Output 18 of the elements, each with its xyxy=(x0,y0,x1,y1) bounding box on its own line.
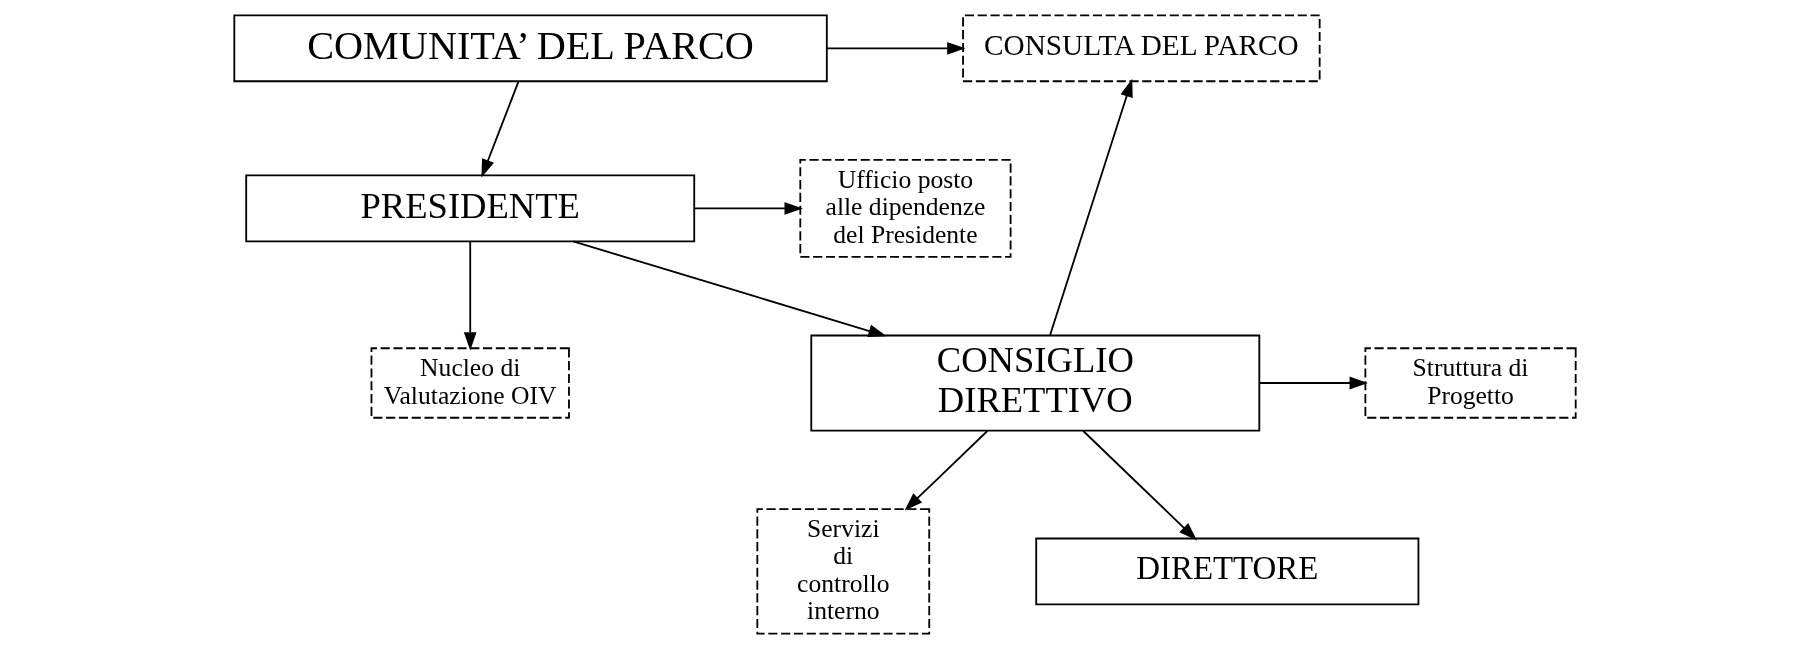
node-box: Servizi di controllo interno xyxy=(755,508,930,635)
arrow xyxy=(463,240,477,351)
arrow xyxy=(904,430,988,511)
node-box: COMUNITA’ DEL PARCO xyxy=(232,14,828,83)
arrow xyxy=(1048,78,1133,337)
node-box: PRESIDENTE xyxy=(244,174,695,243)
arrow xyxy=(1258,376,1368,390)
arrow xyxy=(571,240,887,338)
arrow xyxy=(1081,430,1197,541)
arrow xyxy=(693,201,803,215)
node-box: DIRETTORE xyxy=(1034,537,1419,606)
node-box: Struttura di Progetto xyxy=(1363,347,1577,419)
node-box: Nucleo di Valutazione OIV xyxy=(370,347,570,419)
node-box: CONSIGLIO DIRETTIVO xyxy=(809,334,1260,432)
node-box: Ufficio posto alle dipendenze del Presidente xyxy=(798,159,1012,258)
arrow xyxy=(480,80,519,178)
arrow xyxy=(825,41,965,55)
node-box: CONSULTA DEL PARCO xyxy=(961,14,1321,83)
